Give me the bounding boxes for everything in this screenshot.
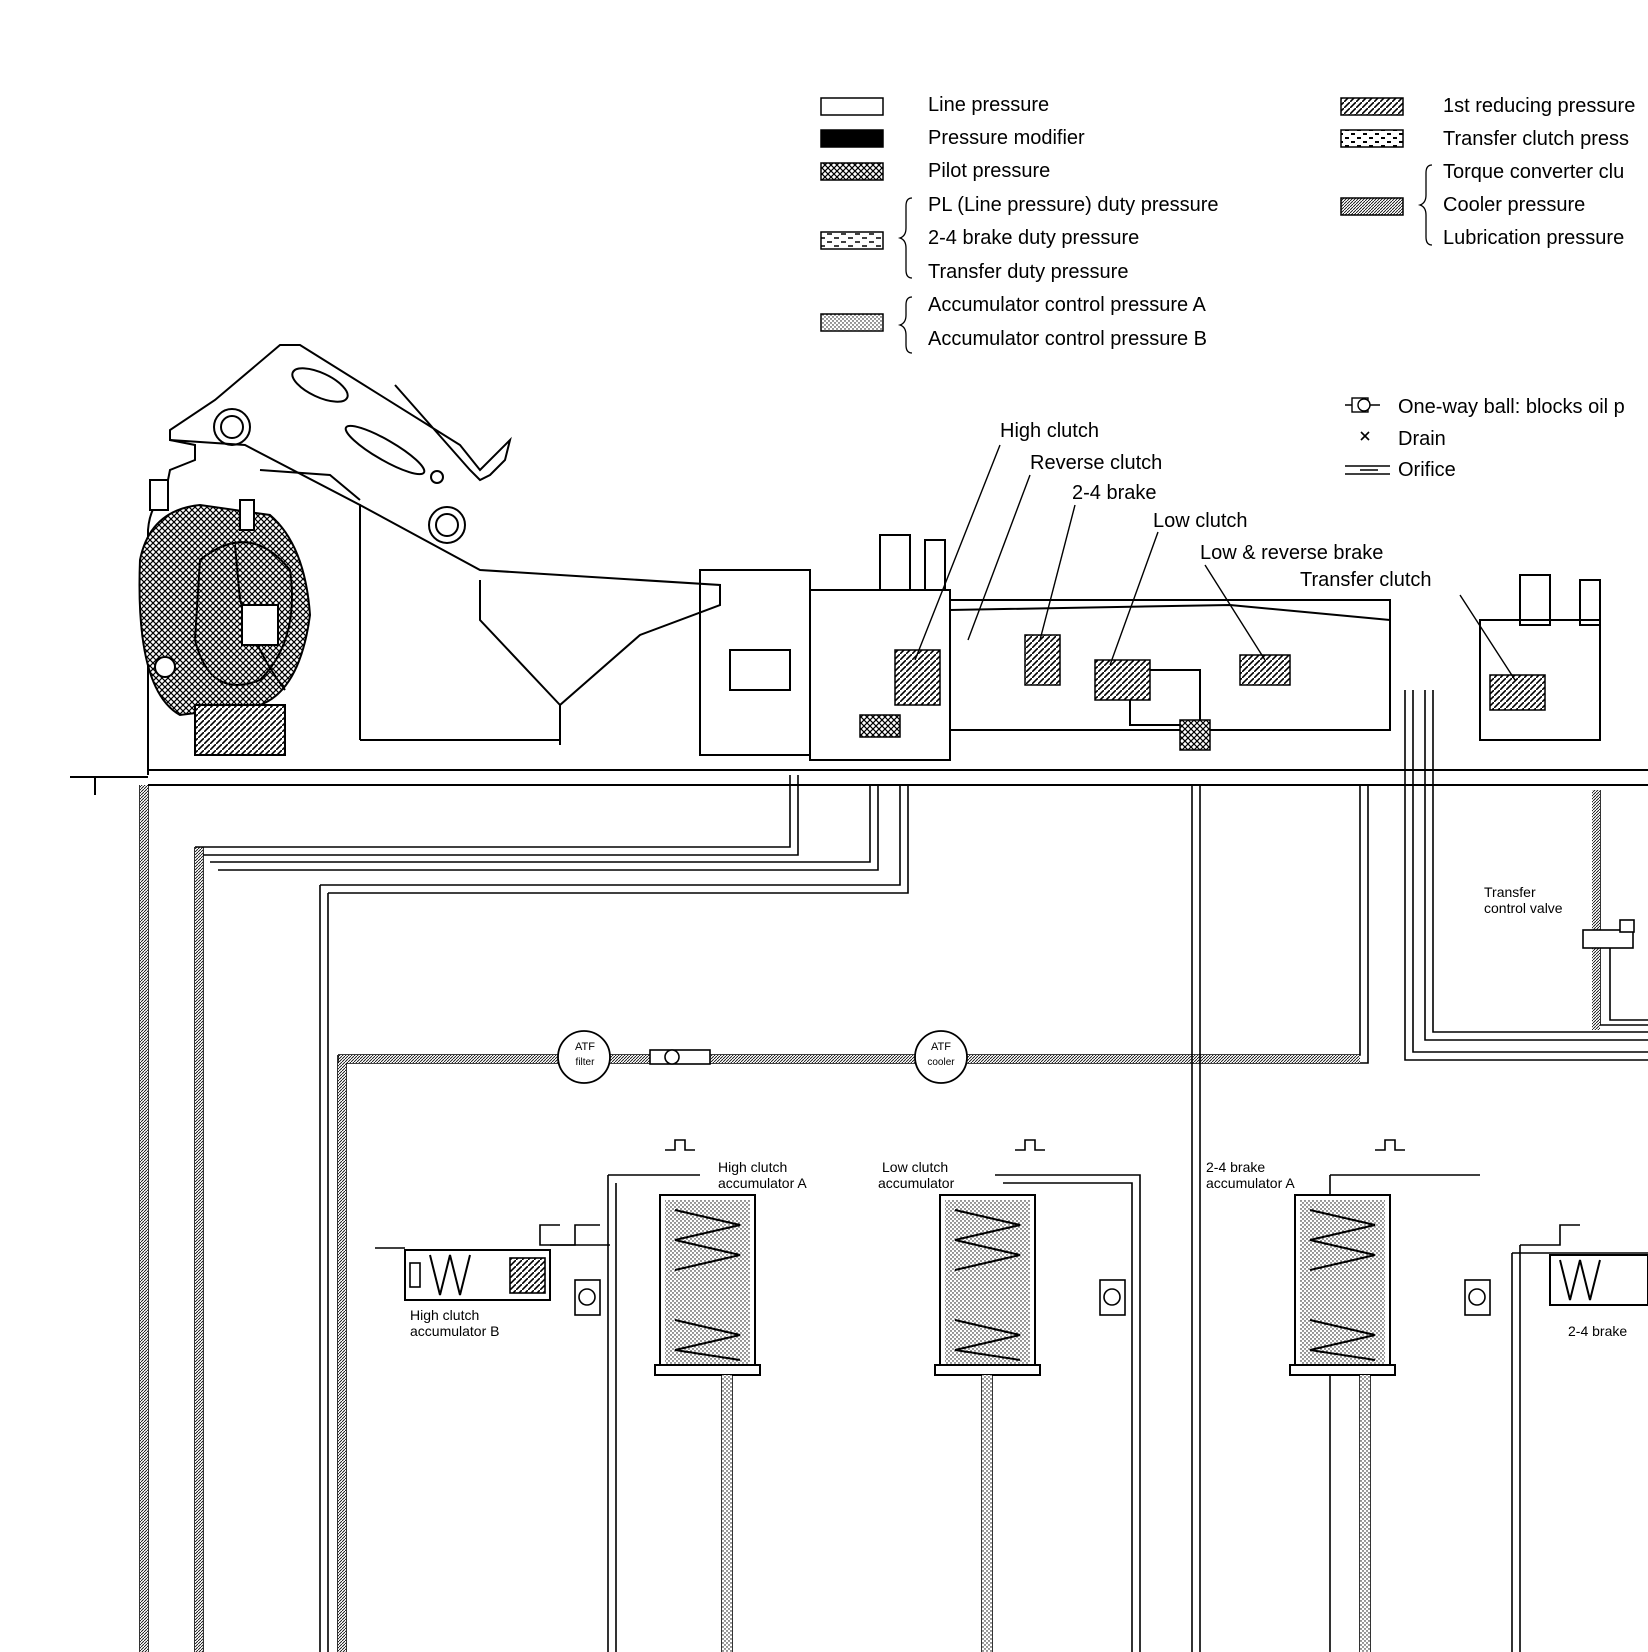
label-low-clutch: Low clutch bbox=[1153, 510, 1248, 532]
legend-transfer-clutch-press: Transfer clutch press bbox=[1443, 128, 1629, 150]
label-high-clutch-acc-a-2: accumulator A bbox=[718, 1175, 807, 1191]
legend-line-pressure: Line pressure bbox=[928, 94, 1050, 116]
label-atf-cooler-1: ATF bbox=[931, 1041, 951, 1053]
legend-1st-reducing: 1st reducing pressure bbox=[1443, 95, 1636, 117]
label-brake-acc-b: 2-4 brake bbox=[1568, 1324, 1628, 1339]
clutch-packs bbox=[859, 634, 1546, 751]
legend-cooler-pressure: Cooler pressure bbox=[1443, 194, 1586, 216]
accumulator-2-4-brake-a bbox=[1289, 1139, 1491, 1652]
torque-converter-fill bbox=[138, 479, 312, 756]
legend-acc-control-b: Accumulator control pressure B bbox=[928, 328, 1208, 350]
label-transfer-control-valve-2: control valve bbox=[1484, 900, 1563, 916]
legend-pl-duty: PL (Line pressure) duty pressure bbox=[928, 194, 1219, 216]
legend-transfer-duty: Transfer duty pressure bbox=[928, 261, 1129, 283]
legend-2-4-brake-duty: 2-4 brake duty pressure bbox=[928, 227, 1140, 249]
label-transfer-clutch: Transfer clutch bbox=[1300, 569, 1432, 591]
legend-pressure-modifier: Pressure modifier bbox=[928, 127, 1085, 149]
label-high-clutch-acc-b-1: High clutch bbox=[410, 1307, 480, 1323]
accumulator-2-4-brake-b bbox=[1549, 1254, 1648, 1306]
accumulator-low-clutch bbox=[934, 1139, 1126, 1652]
leader-lines bbox=[914, 444, 1516, 681]
legend-pilot-pressure: Pilot pressure bbox=[928, 160, 1051, 182]
legend-torque-converter: Torque converter clu bbox=[1443, 161, 1625, 183]
label-atf-filter-1: ATF bbox=[575, 1041, 595, 1053]
symbol-legend bbox=[1345, 397, 1390, 475]
label-low-clutch-acc-2: accumulator bbox=[878, 1175, 955, 1191]
symbol-one-way-ball-label: One-way ball: blocks oil p bbox=[1398, 396, 1625, 418]
label-brake-acc-a-1: 2-4 brake bbox=[1206, 1159, 1266, 1175]
main-case bbox=[70, 534, 1648, 795]
label-atf-filter-2: filter bbox=[575, 1057, 595, 1068]
label-atf-cooler-2: cooler bbox=[927, 1057, 955, 1068]
label-high-clutch-acc-a-1: High clutch bbox=[718, 1159, 788, 1175]
label-low-reverse-brake: Low & reverse brake bbox=[1200, 542, 1384, 564]
atf-filter bbox=[557, 1030, 611, 1084]
inline-orifice-valve bbox=[649, 1049, 711, 1065]
label-high-clutch: High clutch bbox=[1000, 420, 1099, 442]
legend-lubrication-pressure: Lubrication pressure bbox=[1443, 227, 1625, 249]
label-high-clutch-acc-b-2: accumulator B bbox=[410, 1323, 500, 1339]
label-reverse-clutch: Reverse clutch bbox=[1030, 452, 1163, 474]
legend-acc-control-a: Accumulator control pressure A bbox=[928, 294, 1206, 316]
transfer-control-valve bbox=[1582, 919, 1648, 1021]
drain-icon bbox=[1360, 431, 1370, 441]
label-transfer-control-valve-1: Transfer bbox=[1484, 884, 1536, 900]
accumulator-high-clutch-b bbox=[375, 1224, 600, 1301]
atf-cooler bbox=[914, 1030, 968, 1084]
torque-converter-housing bbox=[147, 344, 721, 775]
orifice-icon bbox=[1345, 465, 1390, 475]
label-brake-acc-a-2: accumulator A bbox=[1206, 1175, 1295, 1191]
legend-swatches bbox=[820, 97, 1433, 354]
label-low-clutch-acc-1: Low clutch bbox=[882, 1159, 949, 1175]
label-2-4-brake: 2-4 brake bbox=[1072, 482, 1157, 504]
one-way-ball-icon bbox=[1345, 397, 1380, 413]
accumulator-high-clutch-a bbox=[574, 1139, 761, 1652]
symbol-drain-label: Drain bbox=[1398, 428, 1446, 450]
symbol-orifice-label: Orifice bbox=[1398, 459, 1456, 481]
